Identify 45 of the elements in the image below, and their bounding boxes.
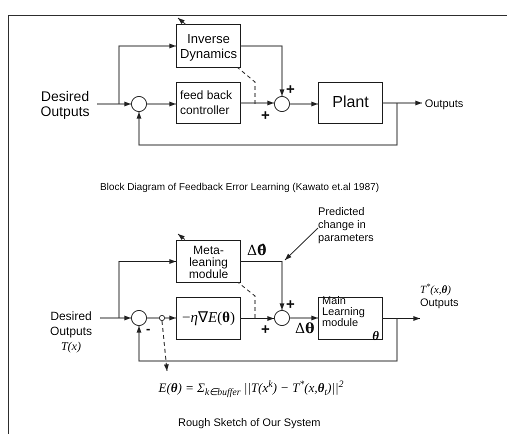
- block-box: [176, 82, 241, 124]
- arrow: [240, 261, 284, 310]
- sign-label: +: [261, 322, 270, 337]
- arrow: [240, 316, 274, 321]
- summing-junction: [131, 96, 147, 112]
- block-label: feed back controller: [180, 88, 234, 118]
- arrow: [96, 44, 176, 104]
- arrow: [100, 259, 176, 318]
- summing-junction: [274, 310, 290, 326]
- block-box: [176, 24, 241, 68]
- block-label: −η∇E(θ): [182, 309, 235, 328]
- sign-label: +: [286, 297, 295, 312]
- sign-label: -: [146, 322, 150, 335]
- block-box: [318, 297, 383, 340]
- block-box: [318, 82, 383, 124]
- branch-point: [159, 315, 165, 321]
- arrow: [136, 318, 398, 362]
- diagram-text: Desired Outputs: [39, 89, 91, 119]
- sign-label: +: [286, 82, 295, 97]
- diagram-text: Outputs: [424, 97, 464, 111]
- arrow: [240, 46, 284, 96]
- arrow: [290, 316, 318, 320]
- arrow: [162, 320, 169, 372]
- arrow: [290, 102, 318, 106]
- diagram-text: Predicted change in parameters: [318, 206, 375, 244]
- block-box: [176, 297, 241, 340]
- block-label: Main Learning module: [322, 296, 366, 328]
- summing-junction: [274, 96, 290, 112]
- block-label: θ: [372, 328, 379, 342]
- summing-junction: [131, 310, 147, 326]
- diagram-text: Outputs: [420, 297, 459, 310]
- arrow: [164, 316, 176, 320]
- diagram-text: T(x): [61, 338, 81, 354]
- caption: Rough Sketch of Our System: [178, 418, 320, 429]
- diagram-text: E(θ) = Σ$_{k∈buffer}$ ||T(x$^{k}$) − T$^{*}$(x,θ$_{t}$)||$^{2}$: [158, 378, 344, 398]
- diagram-text: T$^{*}$(x,θ): [420, 284, 451, 297]
- sign-label: +: [261, 108, 270, 123]
- caption: Block Diagram of Feedback Error Learning (Kawato et.al 1987): [100, 183, 380, 193]
- arrow: [284, 228, 318, 260]
- arrow: [146, 102, 176, 106]
- diagram-text: Desired Outputs: [48, 308, 94, 338]
- arrow: [136, 102, 398, 146]
- block-label: Inverse Dynamics: [180, 31, 238, 61]
- block-label: Plant: [332, 93, 369, 113]
- arrow: [240, 100, 274, 106]
